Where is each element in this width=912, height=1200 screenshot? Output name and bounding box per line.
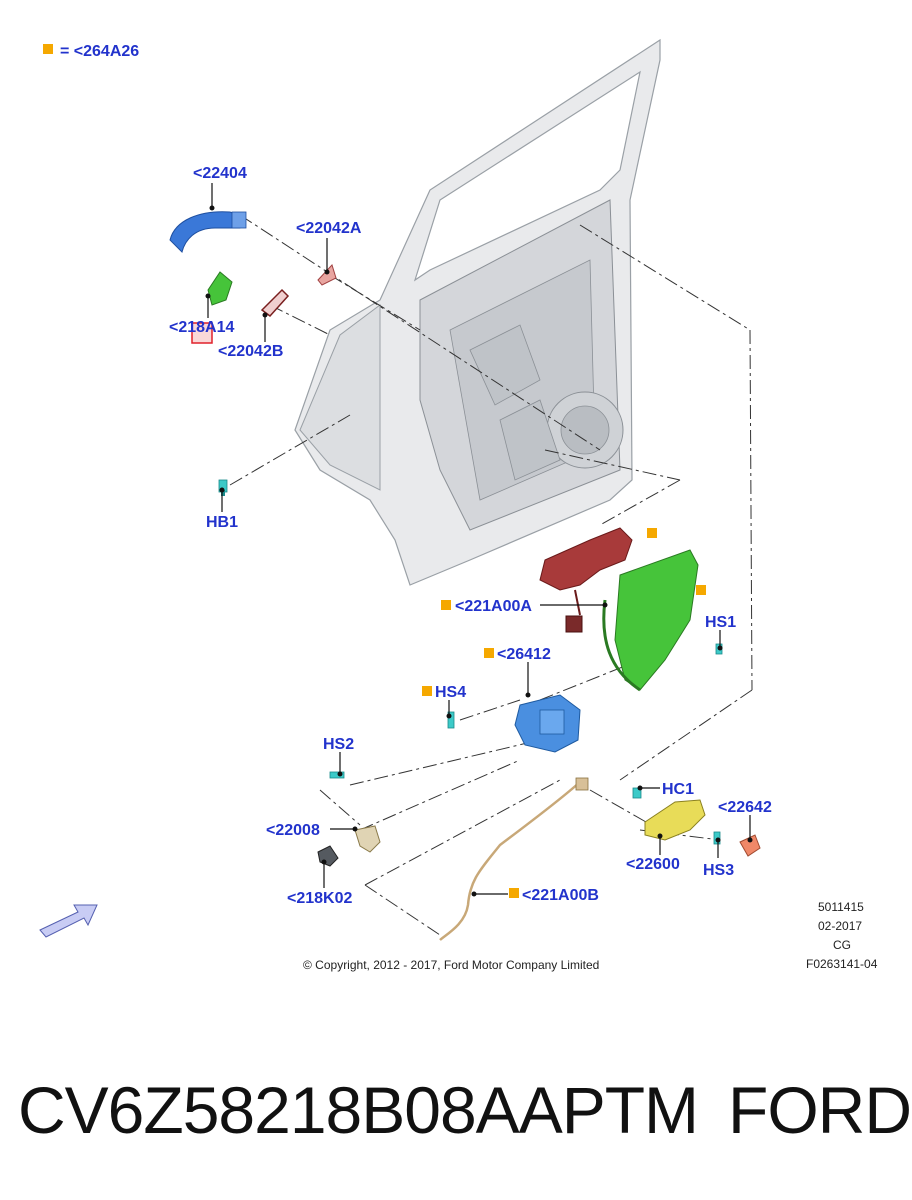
part-number: CV6Z58218B08AAPTM: [18, 1073, 699, 1147]
gasket-b: [260, 288, 290, 318]
label-HS3: HS3: [703, 862, 734, 879]
copyright-notice: © Copyright, 2012 - 2017, Ford Motor Com…: [303, 958, 599, 972]
latch-bracket: [602, 549, 699, 692]
front-direction-arrow: [39, 904, 98, 938]
handle-bracket-part: [207, 271, 233, 306]
meta-line-1: 5011415: [818, 900, 864, 914]
label-22042A: <22042A: [296, 220, 362, 237]
label-26412: <26412: [497, 646, 551, 663]
outside-handle: [169, 211, 247, 253]
brand-name: FORD: [728, 1073, 912, 1147]
applicability-markers: [422, 528, 706, 898]
legend-marker: [43, 44, 53, 54]
label-22642: <22642: [718, 799, 772, 816]
screw-hs2: [329, 771, 345, 779]
door-panel: [294, 38, 661, 586]
label-221A00A: <221A00A: [455, 598, 532, 615]
label-HS1: HS1: [705, 614, 736, 631]
legend-text: = <264A26: [60, 43, 139, 60]
label-218A14: <218A14: [169, 319, 234, 336]
label-218K02: <218K02: [287, 890, 352, 907]
label-HC1: HC1: [662, 781, 694, 798]
caption-bar: CV6Z58218B08AAPTM FORD: [0, 1060, 912, 1170]
meta-line-3: CG: [833, 938, 851, 952]
door-lock-actuator: [514, 694, 581, 753]
exploded-parts-diagram: = <264A26: [39, 38, 878, 972]
label-HS4: HS4: [435, 684, 466, 701]
highlight-box: [191, 322, 213, 344]
label-22008: <22008: [266, 822, 320, 839]
label-22404: <22404: [193, 165, 247, 182]
clip-22008: [354, 825, 381, 853]
meta-line-4: F0263141-04: [806, 957, 878, 971]
wiring-harness: [539, 527, 633, 633]
label-22042B: <22042B: [218, 343, 283, 360]
callout-leads: [205, 183, 753, 897]
label-221A00B: <221A00B: [522, 887, 599, 904]
label-HS2: HS2: [323, 736, 354, 753]
label-22600: <22600: [626, 856, 680, 873]
leader-lines: [229, 214, 753, 936]
meta-line-2: 02-2017: [818, 919, 862, 933]
label-HB1: HB1: [206, 514, 238, 531]
cable-end-fitting: [575, 777, 589, 791]
screw-hs4: [447, 711, 455, 729]
clip-hc1: [632, 787, 642, 799]
inside-handle: [644, 799, 706, 841]
release-cable: [439, 781, 581, 941]
